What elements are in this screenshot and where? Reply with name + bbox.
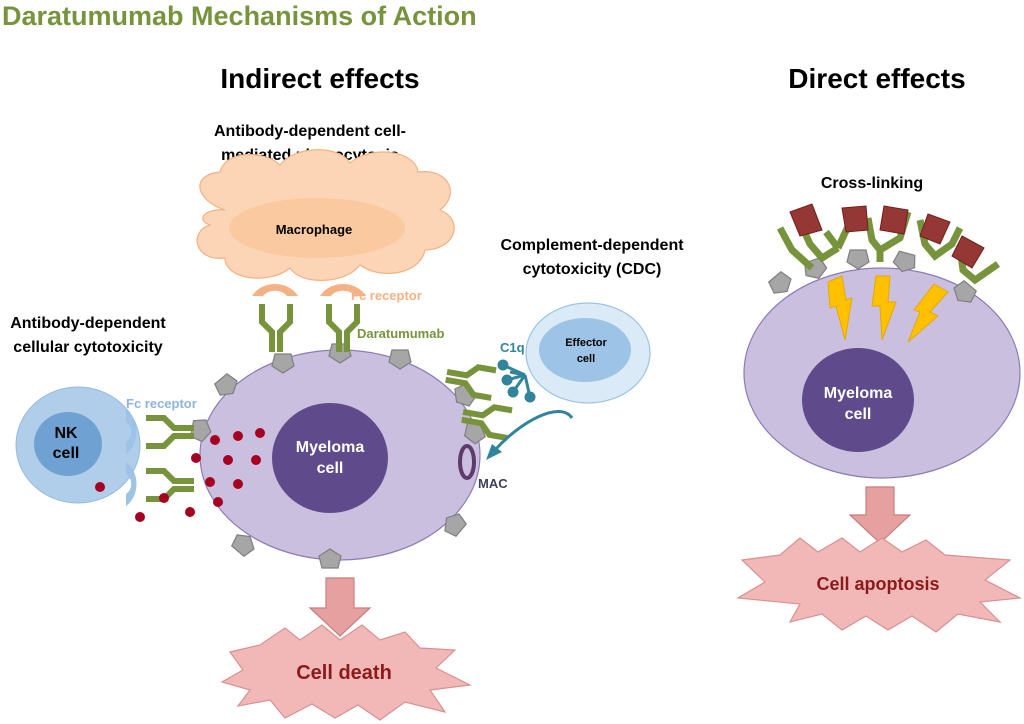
macrophage-label: Macrophage xyxy=(276,222,353,237)
cdc-label-line1: Complement-dependent xyxy=(500,237,684,254)
myeloma-left-label-line1: Myeloma xyxy=(296,439,365,456)
adcp-label-line1: Antibody-dependent cell- xyxy=(214,123,406,140)
fc-receptor-nk-lower xyxy=(126,462,137,506)
myeloma-right-label-line2: cell xyxy=(845,406,872,423)
cross-linking-label: Cross-linking xyxy=(821,175,923,192)
macrophage-cell: Macrophage xyxy=(196,149,455,281)
cdc-label-line2: cytotoxicity (CDC) xyxy=(523,261,662,278)
fc-receptor-macrophage-right xyxy=(320,284,366,296)
lightning-bolts xyxy=(827,275,949,343)
fc-receptor-left-label: Fc receptor xyxy=(126,396,197,411)
effector-cell: Effector cell xyxy=(525,302,651,404)
cell-death-label: Cell death xyxy=(296,662,392,684)
fc-receptor-nk-upper xyxy=(126,410,137,454)
mac-label: MAC xyxy=(478,476,508,491)
myeloma-left-label-line2: cell xyxy=(317,460,344,477)
indirect-effects-heading: Indirect effects xyxy=(220,63,419,94)
mac-pore xyxy=(458,444,476,480)
arrow-to-cell-death xyxy=(308,577,372,637)
effector-label-line1: Effector xyxy=(565,337,607,349)
antibody-nk-lower xyxy=(146,471,194,499)
effector-label-line2: cell xyxy=(577,353,595,365)
antibody-macrophage-left xyxy=(262,304,290,352)
myeloma-cell-right: Myeloma cell xyxy=(743,267,1021,479)
cell-apoptosis-starburst xyxy=(736,537,1023,633)
fc-receptor-macrophage-left xyxy=(252,284,298,296)
cell-apoptosis-label: Cell apoptosis xyxy=(816,574,939,594)
adcc-label-line1: Antibody-dependent xyxy=(10,315,166,332)
fc-receptor-top-label: Fc receptor xyxy=(351,288,422,303)
adcc-label-line2: cellular cytotoxicity xyxy=(13,339,162,356)
nk-label-line1: NK xyxy=(54,425,78,442)
direct-effects-heading: Direct effects xyxy=(788,63,965,94)
figure-title: Daratumumab Mechanisms of Action xyxy=(2,1,477,31)
complement-arrowhead xyxy=(486,444,502,460)
antibody-nk-upper xyxy=(146,418,194,446)
arrow-to-cell-apoptosis xyxy=(848,486,912,544)
c1q-complex xyxy=(497,359,536,403)
c1q-label: C1q xyxy=(500,340,525,355)
cross-link-blocks xyxy=(789,203,985,269)
cell-death-starburst xyxy=(220,624,473,721)
nk-cell: NK cell xyxy=(15,386,141,504)
daratumumab-label: Daratumumab xyxy=(357,326,444,341)
cytotoxic-granules xyxy=(95,428,265,522)
myeloma-cell-left: Myeloma cell xyxy=(199,349,481,561)
complement-arrow xyxy=(493,410,574,451)
nk-label-line2: cell xyxy=(53,445,80,462)
myeloma-right-label-line1: Myeloma xyxy=(824,385,893,402)
